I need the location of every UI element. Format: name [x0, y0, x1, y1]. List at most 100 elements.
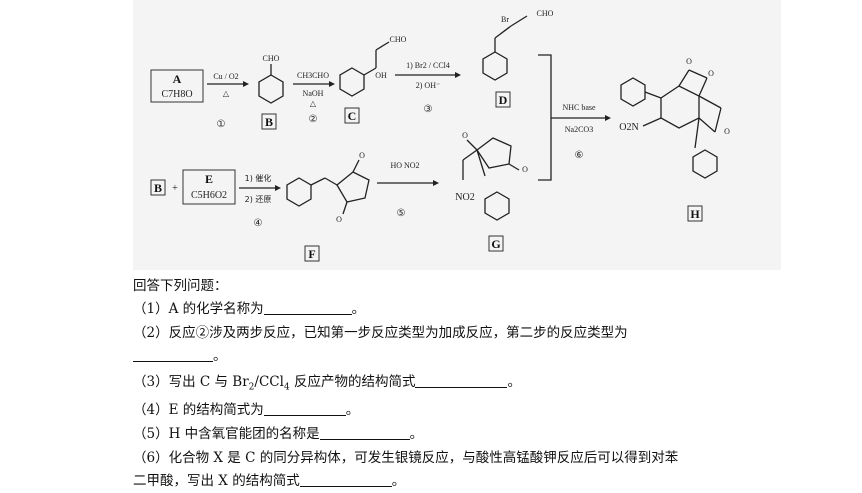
question-2: （2）反应②涉及两步反应，已知第一步反应类型为加成反应，第二步的反应类型为 — [133, 324, 628, 342]
compound-e-label: E — [205, 172, 213, 186]
compound-c-label-box — [344, 107, 360, 124]
step3-number: ③ — [424, 104, 433, 115]
compound-g-o2: O — [522, 165, 528, 174]
compound-g-no2: NO2 — [455, 192, 474, 203]
compound-h-o1: O — [686, 57, 692, 66]
question-2-line-2: 。 — [133, 347, 227, 365]
question-3: （3）写出 C 与 Br2/CCl4 反应产物的结构简式 。 — [133, 373, 521, 397]
question-4: （4）E 的结构简式为 。 — [133, 401, 359, 419]
question-3-sub-2: 4 — [283, 382, 290, 393]
step1-reagents: Cu / O2 — [213, 72, 238, 81]
compound-d-label-box — [495, 91, 511, 108]
compound-b-label-box — [261, 113, 277, 130]
arrowhead-step-5 — [433, 180, 439, 186]
compound-a-box — [150, 69, 204, 103]
question-1-end: 。 — [351, 301, 366, 317]
answer-blank-5[interactable] — [319, 427, 410, 440]
reaction-scheme-drawing: A C7H8O Cu / O2 △ ① CHO B CH3CHO NaOH △ … — [150, 9, 730, 262]
step6-reagent-bottom: Na2CO3 — [565, 125, 593, 134]
arrowhead-step-6 — [605, 115, 611, 121]
compound-d-structure — [482, 15, 528, 81]
compound-b-label: B — [265, 115, 273, 129]
question-5: （5）H 中含氧官能团的名称是 。 — [133, 425, 423, 443]
step3-reagent-top: 1) Br2 / CCl4 — [406, 61, 450, 70]
step4-reagent-bottom: 2) 还原 — [245, 194, 272, 204]
compound-f-o2: O — [336, 215, 342, 224]
question-6-line-2: 二甲酸，写出 X 的结构简式 。 — [133, 472, 405, 490]
step6-number: ⑥ — [575, 150, 584, 161]
answer-blank-4[interactable] — [263, 403, 346, 416]
compound-f-label: F — [308, 247, 315, 261]
question-4-text: （4）E 的结构简式为 — [133, 402, 264, 418]
compound-d-label: D — [499, 93, 508, 107]
question-5-text: （5）H 中含氧官能团的名称是 — [133, 426, 320, 442]
step2-reagent-bottom: NaOH — [303, 89, 324, 98]
compound-h-structure — [620, 69, 722, 179]
compound-g-o1: O — [462, 131, 468, 140]
answer-blank-6[interactable] — [299, 474, 392, 487]
compound-f-structure — [286, 159, 370, 215]
question-4-end: 。 — [345, 402, 360, 418]
compound-d-group: CHO — [537, 9, 554, 18]
question-1: （1）A 的化学名称为 。 — [133, 300, 365, 318]
compound-h-o3: O — [724, 127, 730, 136]
question-3-text-rest: 反应产物的结构简式 — [289, 374, 416, 390]
compound-e-box — [182, 169, 236, 205]
compound-b2-label: B — [154, 181, 162, 195]
compound-h-o2: O — [708, 69, 714, 78]
compound-g-label-box — [488, 235, 504, 252]
question-3-text-mid: /CCl — [254, 374, 284, 390]
question-2-text: （2）反应②涉及两步反应，已知第一步反应类型为加成反应，第二步的反应类型为 — [133, 325, 628, 341]
step2-number: ② — [309, 114, 318, 125]
compound-h-label: H — [690, 207, 700, 221]
compound-a-label: A — [173, 72, 182, 86]
compound-h-label-box — [687, 205, 703, 222]
step5-number: ⑤ — [397, 208, 406, 219]
question-6-end: 。 — [391, 473, 406, 489]
question-6-text-2: 二甲酸，写出 X 的结构简式 — [133, 473, 300, 489]
compound-b2-label-box — [150, 179, 166, 196]
compound-a-formula: C7H8O — [161, 89, 192, 100]
question-3-text-start: （3）写出 C 与 Br — [133, 374, 249, 390]
step2-condition: △ — [310, 99, 317, 108]
question-5-end: 。 — [409, 426, 424, 442]
answer-blank-3[interactable] — [415, 375, 508, 388]
question-6-text: （6）化合物 X 是 C 的同分异构体，可发生银镜反应，与酸性高锰酸钾反应后可以… — [133, 450, 679, 466]
answer-blank-1[interactable] — [263, 302, 352, 315]
compound-d-br: Br — [501, 15, 509, 24]
questions-heading: 回答下列问题： — [133, 278, 228, 294]
step6-reagent-top: NHC base — [562, 103, 596, 112]
question-1-text: （1）A 的化学名称为 — [133, 301, 264, 317]
question-3-sub-1: 2 — [248, 382, 255, 393]
compound-f-label-box — [304, 245, 320, 262]
compound-e-formula: C5H6O2 — [191, 190, 227, 201]
step4-number: ④ — [254, 218, 263, 229]
answer-blank-2[interactable] — [133, 349, 213, 362]
compound-g-structure — [462, 137, 520, 221]
arrowhead-step-4 — [275, 185, 281, 191]
step1-condition: △ — [223, 89, 230, 98]
compound-c-label: C — [348, 109, 357, 123]
synthesis-scheme: A C7H8O Cu / O2 △ ① CHO B CH3CHO NaOH △ … — [133, 0, 781, 270]
arrowhead-step-3 — [455, 72, 461, 78]
arrowhead-step-1 — [243, 81, 249, 87]
compound-g-label: G — [491, 237, 500, 251]
step2-reagent-top: CH3CHO — [297, 71, 329, 80]
question-6: （6）化合物 X 是 C 的同分异构体，可发生银镜反应，与酸性高锰酸钾反应后可以… — [133, 449, 678, 467]
compound-b-structure — [258, 64, 284, 104]
compound-b-group: CHO — [263, 54, 280, 63]
compound-h-no2: O2N — [619, 122, 638, 133]
step1-number: ① — [217, 119, 226, 130]
question-3-end: 。 — [507, 374, 521, 390]
bracket — [538, 54, 552, 181]
arrowhead-step-2 — [329, 81, 335, 87]
compound-c-structure — [339, 41, 390, 97]
step4-reagent-top: 1) 催化 — [245, 173, 272, 183]
compound-c-group-cho: CHO — [390, 35, 407, 44]
step5-reagent: HO NO2 — [390, 161, 419, 170]
compound-c-group-oh: OH — [375, 71, 387, 80]
question-2-end: 。 — [213, 348, 227, 364]
step3-reagent-bottom: 2) OH⁻ — [416, 81, 440, 90]
plus-sign: + — [172, 183, 178, 194]
compound-f-o1: O — [359, 151, 365, 160]
